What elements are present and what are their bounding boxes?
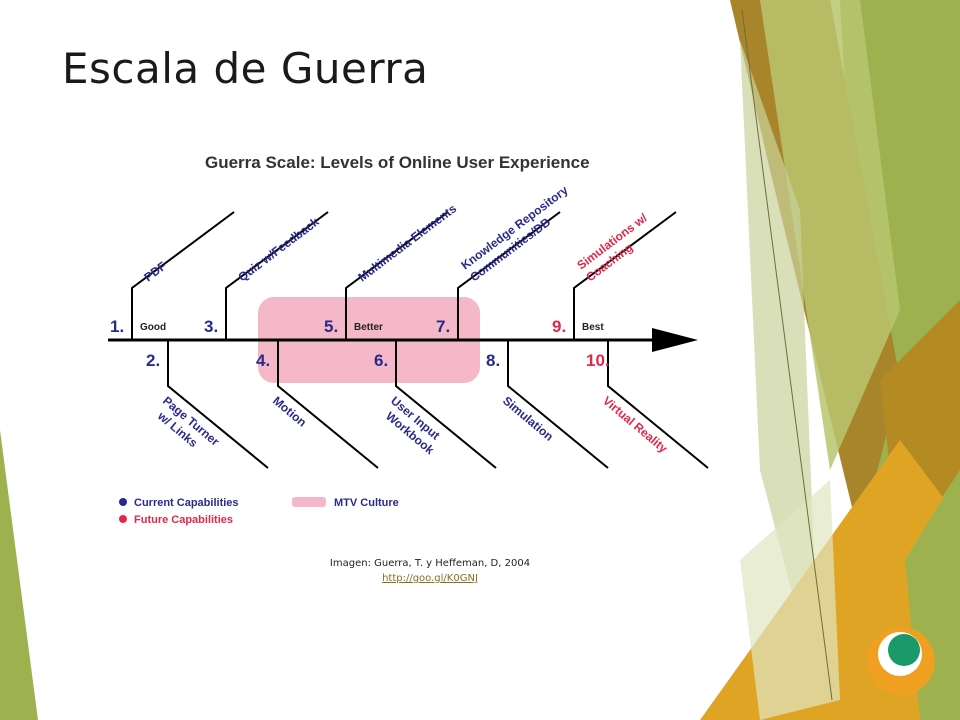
zone-label: Good — [140, 322, 166, 333]
source-link[interactable]: http://goo.gl/K0GNJ — [382, 573, 478, 584]
top-branch-line — [225, 211, 329, 340]
branch-label: Quiz w/Feedback — [235, 214, 321, 284]
top-branch-line — [457, 211, 561, 340]
bottom-branch-line — [395, 340, 497, 469]
top-branch-line — [573, 211, 677, 340]
branch-label: Multimedia Elements — [355, 201, 459, 284]
bottom-branch-line — [607, 340, 709, 469]
branch-label-line: Motion — [270, 394, 309, 430]
legend-dot-current — [119, 498, 127, 506]
level-number: 6. — [374, 351, 388, 370]
right-light-green-band — [760, 0, 900, 470]
branch-label: Simulations w/Coaching — [574, 210, 650, 284]
branch-label-line: Virtual Reality — [600, 394, 670, 456]
spine-arrowhead — [652, 328, 698, 352]
level-number: 3. — [204, 317, 218, 336]
level-number: 5. — [324, 317, 338, 336]
branch-label: Motion — [270, 394, 309, 430]
zone-label: Better — [354, 322, 383, 333]
bottom-branch-line — [277, 340, 379, 469]
top-branch-line — [345, 211, 449, 340]
legend-label: MTV Culture — [334, 497, 399, 509]
zone-label: Best — [582, 322, 604, 333]
right-thin-line — [741, 9, 833, 701]
legend-label: Future Capabilities — [134, 514, 233, 526]
legend-swatch-highlight — [292, 497, 326, 507]
level-number: 1. — [110, 317, 124, 336]
top-branch-line — [131, 211, 235, 340]
right-pale-mid — [740, 480, 840, 720]
branch-label: Virtual Reality — [600, 394, 670, 456]
bottom-branch-line — [167, 340, 269, 469]
left-green-stripe — [0, 430, 38, 720]
diagram-title: Guerra Scale: Levels of Online User Expe… — [205, 153, 590, 172]
level-number: 9. — [552, 317, 566, 336]
circle-logo-icon — [867, 627, 935, 695]
level-number: 8. — [486, 351, 500, 370]
level-number: 2. — [146, 351, 160, 370]
level-number: 7. — [436, 317, 450, 336]
branch-label-line: Multimedia Elements — [355, 201, 459, 284]
bottom-branch-line — [507, 340, 609, 469]
guerra-scale-diagram: Guerra Scale: Levels of Online User Expe… — [108, 153, 709, 526]
legend-label: Current Capabilities — [134, 497, 239, 509]
level-number: 10. — [586, 351, 610, 370]
branch-label-line: Knowledge Repository — [458, 183, 571, 273]
legend-dot-future — [119, 515, 127, 523]
branch-label-line: Quiz w/Feedback — [235, 214, 321, 284]
level-number: 4. — [256, 351, 270, 370]
image-credit: Imagen: Guerra, T. y Heffeman, D, 2004 — [329, 558, 531, 569]
slide-title: Escala de Guerra — [62, 44, 429, 93]
